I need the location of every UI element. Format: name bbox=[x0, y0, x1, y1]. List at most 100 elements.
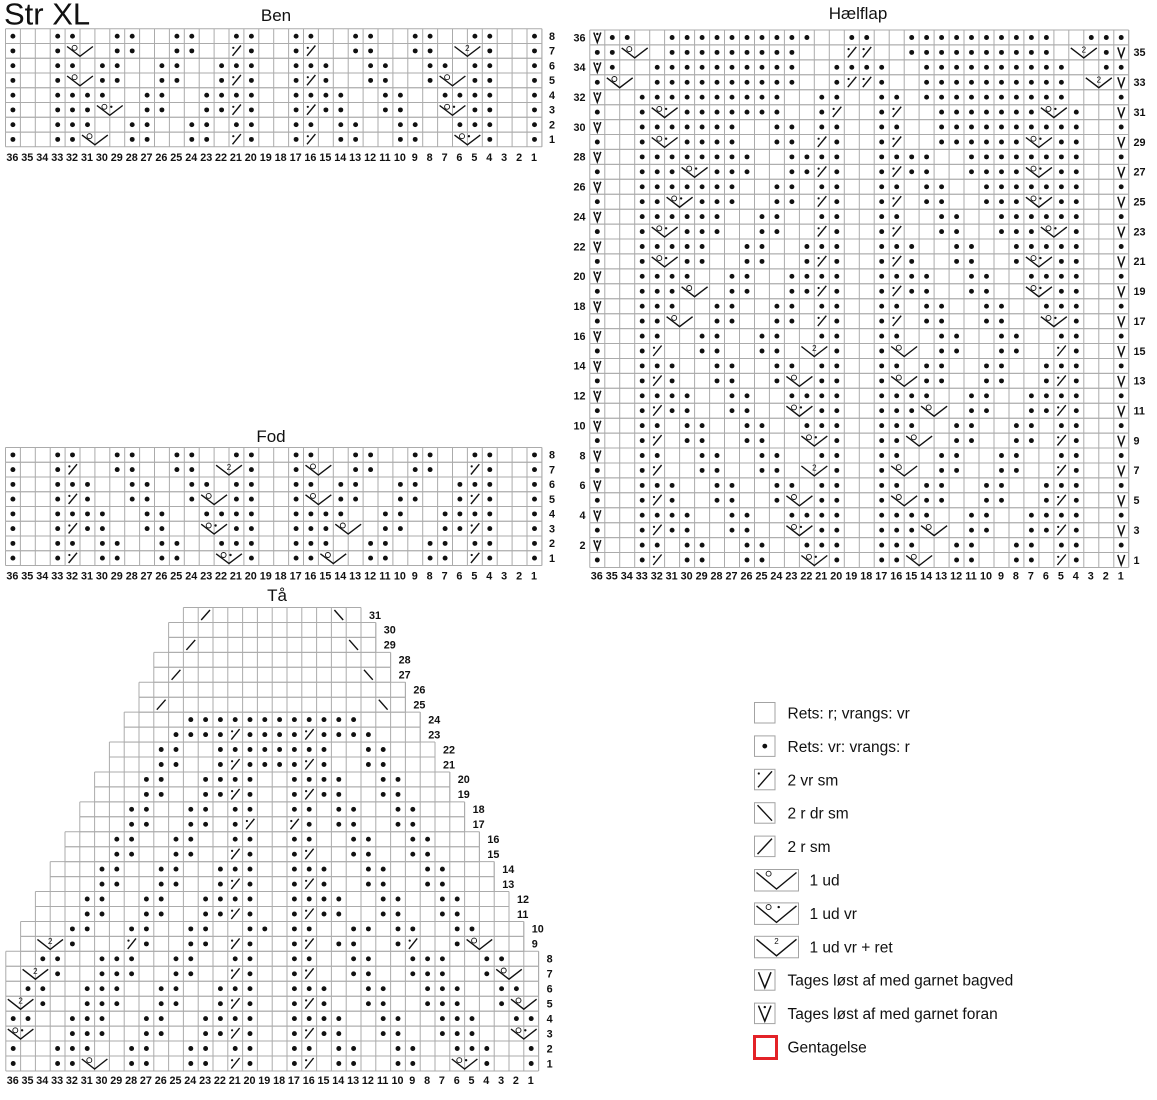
svg-text:26: 26 bbox=[740, 571, 752, 583]
svg-text:23: 23 bbox=[199, 1075, 211, 1087]
svg-text:30: 30 bbox=[96, 571, 108, 583]
svg-text:29: 29 bbox=[111, 152, 123, 164]
svg-text:11: 11 bbox=[965, 571, 976, 583]
svg-text:20: 20 bbox=[830, 571, 842, 583]
svg-text:31: 31 bbox=[369, 610, 381, 622]
svg-text:8: 8 bbox=[427, 152, 433, 164]
svg-text:16: 16 bbox=[890, 571, 902, 583]
svg-text:31: 31 bbox=[666, 571, 678, 583]
svg-text:12: 12 bbox=[950, 571, 962, 583]
svg-text:2: 2 bbox=[774, 937, 779, 946]
svg-text:5: 5 bbox=[471, 152, 477, 164]
svg-text:8: 8 bbox=[427, 571, 433, 583]
svg-text:30: 30 bbox=[384, 625, 396, 637]
svg-text:12: 12 bbox=[517, 894, 529, 906]
svg-text:21: 21 bbox=[229, 1075, 241, 1087]
svg-text:2: 2 bbox=[513, 1075, 519, 1087]
svg-text:10: 10 bbox=[532, 924, 544, 936]
svg-text:7: 7 bbox=[1028, 571, 1034, 583]
svg-text:17: 17 bbox=[875, 571, 887, 583]
svg-text:13: 13 bbox=[1134, 376, 1146, 388]
svg-text:31: 31 bbox=[81, 571, 93, 583]
svg-text:32: 32 bbox=[66, 152, 78, 164]
svg-text:18: 18 bbox=[860, 571, 872, 583]
svg-text:16: 16 bbox=[487, 834, 499, 846]
svg-text:1 ud vr: 1 ud vr bbox=[810, 906, 857, 923]
svg-text:28: 28 bbox=[573, 152, 585, 164]
svg-text:14: 14 bbox=[334, 152, 346, 164]
svg-text:1 ud vr + ret: 1 ud vr + ret bbox=[810, 939, 894, 956]
svg-text:35: 35 bbox=[21, 1075, 33, 1087]
svg-text:20: 20 bbox=[458, 774, 470, 786]
svg-text:34: 34 bbox=[621, 571, 633, 583]
svg-text:5: 5 bbox=[471, 571, 477, 583]
svg-text:22: 22 bbox=[443, 744, 455, 756]
svg-text:3: 3 bbox=[549, 105, 555, 117]
svg-text:13: 13 bbox=[349, 152, 361, 164]
svg-text:17: 17 bbox=[1134, 316, 1146, 328]
svg-text:6: 6 bbox=[549, 61, 555, 73]
svg-text:14: 14 bbox=[334, 571, 346, 583]
svg-text:Rets: vr: vrangs: r: Rets: vr: vrangs: r bbox=[788, 739, 910, 756]
svg-text:34: 34 bbox=[573, 62, 585, 74]
svg-text:5: 5 bbox=[549, 494, 555, 506]
svg-text:36: 36 bbox=[6, 152, 18, 164]
svg-text:35: 35 bbox=[606, 571, 618, 583]
svg-text:24: 24 bbox=[184, 1075, 196, 1087]
svg-text:5: 5 bbox=[549, 75, 555, 87]
svg-text:2: 2 bbox=[1103, 571, 1109, 583]
svg-text:2: 2 bbox=[1097, 75, 1102, 84]
svg-text:25: 25 bbox=[1134, 197, 1146, 209]
svg-text:25: 25 bbox=[413, 700, 425, 712]
svg-text:17: 17 bbox=[290, 152, 302, 164]
svg-text:12: 12 bbox=[573, 391, 585, 403]
svg-text:4: 4 bbox=[1073, 571, 1079, 583]
svg-text:24: 24 bbox=[428, 714, 440, 726]
svg-text:26: 26 bbox=[155, 1075, 167, 1087]
svg-text:13: 13 bbox=[502, 879, 514, 891]
svg-text:19: 19 bbox=[258, 1075, 270, 1087]
svg-text:Tå: Tå bbox=[267, 586, 287, 605]
svg-text:12: 12 bbox=[362, 1075, 374, 1087]
svg-text:20: 20 bbox=[243, 1075, 255, 1087]
svg-text:6: 6 bbox=[1043, 571, 1049, 583]
svg-text:2: 2 bbox=[812, 344, 817, 353]
svg-text:2: 2 bbox=[549, 120, 555, 132]
svg-text:10: 10 bbox=[394, 571, 406, 583]
svg-text:5: 5 bbox=[1134, 495, 1140, 507]
svg-text:7: 7 bbox=[547, 969, 553, 981]
svg-text:Tages løst af med garnet bagve: Tages løst af med garnet bagved bbox=[788, 973, 1014, 990]
svg-text:25: 25 bbox=[170, 152, 182, 164]
svg-text:26: 26 bbox=[155, 571, 167, 583]
svg-text:4: 4 bbox=[486, 571, 492, 583]
svg-text:28: 28 bbox=[125, 1075, 137, 1087]
svg-text:2 vr sm: 2 vr sm bbox=[788, 772, 839, 789]
svg-text:34: 34 bbox=[36, 152, 48, 164]
svg-text:1: 1 bbox=[1134, 555, 1140, 567]
svg-text:5: 5 bbox=[547, 999, 553, 1011]
svg-text:3: 3 bbox=[501, 571, 507, 583]
svg-text:18: 18 bbox=[275, 152, 287, 164]
svg-text:8: 8 bbox=[424, 1075, 430, 1087]
svg-text:22: 22 bbox=[214, 1075, 226, 1087]
svg-text:Rets: r; vrangs: vr: Rets: r; vrangs: vr bbox=[788, 706, 910, 723]
svg-text:4: 4 bbox=[547, 1013, 553, 1025]
svg-text:22: 22 bbox=[215, 152, 227, 164]
svg-text:2: 2 bbox=[516, 152, 522, 164]
svg-text:16: 16 bbox=[573, 331, 585, 343]
svg-text:15: 15 bbox=[317, 1075, 329, 1087]
svg-text:22: 22 bbox=[800, 571, 812, 583]
svg-text:23: 23 bbox=[200, 571, 212, 583]
svg-text:1: 1 bbox=[528, 1075, 534, 1087]
svg-text:15: 15 bbox=[319, 571, 331, 583]
svg-text:19: 19 bbox=[260, 152, 272, 164]
svg-text:7: 7 bbox=[1134, 465, 1140, 477]
svg-text:5: 5 bbox=[468, 1075, 474, 1087]
svg-text:10: 10 bbox=[394, 152, 406, 164]
svg-text:18: 18 bbox=[275, 571, 287, 583]
svg-text:33: 33 bbox=[51, 571, 63, 583]
svg-text:7: 7 bbox=[442, 152, 448, 164]
svg-text:2: 2 bbox=[48, 937, 53, 946]
svg-text:1: 1 bbox=[549, 134, 555, 146]
svg-text:28: 28 bbox=[126, 571, 138, 583]
